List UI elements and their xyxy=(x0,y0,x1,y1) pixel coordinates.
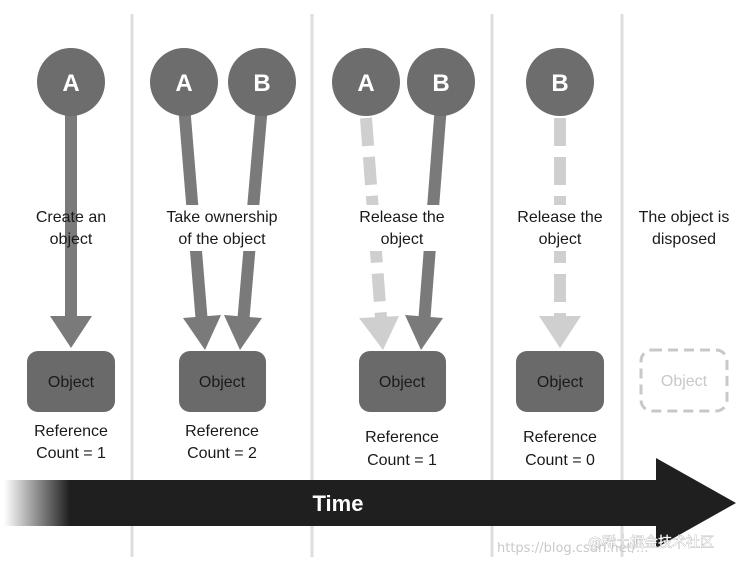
stage-caption-line-2: of the object xyxy=(178,231,266,248)
stage-caption-line-1: Release the xyxy=(359,209,444,226)
stage-1: A Create an object Object Reference Coun… xyxy=(27,48,115,462)
object-label: Object xyxy=(199,374,246,391)
owner-a-circle xyxy=(37,48,105,116)
owner-b-circle xyxy=(407,48,475,116)
arrowhead-a xyxy=(50,316,92,348)
owner-a-circle xyxy=(150,48,218,116)
object-box xyxy=(179,351,266,412)
disposed-object-box xyxy=(639,348,729,413)
arrowhead-b xyxy=(224,315,262,350)
owner-a-label: A xyxy=(357,70,374,97)
stage-5: The object is disposed Object xyxy=(639,209,730,413)
arrowhead-b xyxy=(405,315,443,350)
stage-2: A B Take ownership of the object Object … xyxy=(150,48,296,462)
refcount-line-2: Count = 1 xyxy=(367,452,437,469)
refcount-line-1: Reference xyxy=(185,423,259,440)
refcount-line-2: Count = 0 xyxy=(525,452,595,469)
arrowhead-a xyxy=(183,315,221,350)
stage-caption-line-2: disposed xyxy=(652,231,716,248)
object-label: Object xyxy=(537,374,584,391)
time-arrow-shape xyxy=(4,458,736,548)
owner-b-label: B xyxy=(432,70,449,97)
owner-b-label: B xyxy=(253,70,270,97)
watermark: https://blog.csdn.net/... @稀土掘金技术社区 xyxy=(497,535,714,556)
stage-caption-line-2: object xyxy=(50,231,93,248)
owner-b-circle xyxy=(526,48,594,116)
column-dividers xyxy=(130,14,624,557)
refcount-line-2: Count = 1 xyxy=(36,445,106,462)
caption-backdrop xyxy=(512,205,612,251)
stage-caption-line-1: Create an xyxy=(36,209,106,226)
owner-b-circle xyxy=(228,48,296,116)
object-label: Object xyxy=(661,373,708,390)
stage-caption-line-2: object xyxy=(539,231,582,248)
owner-b-label: B xyxy=(551,70,568,97)
stage-caption-line-2: object xyxy=(381,231,424,248)
stage-caption-line-1: Take ownership xyxy=(166,209,277,226)
released-arrowhead-a xyxy=(359,316,399,350)
watermark-brand: @稀土掘金技术社区 xyxy=(588,535,714,551)
refcount-line-1: Reference xyxy=(34,423,108,440)
owner-a-circle xyxy=(332,48,400,116)
refcount-line-2: Count = 2 xyxy=(187,445,257,462)
stage-3: A B Release the object Object Reference … xyxy=(332,48,475,469)
released-arrowhead-b xyxy=(539,316,581,348)
stage-caption-line-1: The object is xyxy=(639,209,730,226)
object-box xyxy=(516,351,604,412)
caption-backdrop xyxy=(160,205,285,251)
stage-caption-line-1: Release the xyxy=(517,209,602,226)
refcount-line-1: Reference xyxy=(523,429,597,446)
owner-a-label: A xyxy=(175,70,192,97)
owner-a-label: A xyxy=(62,70,79,97)
object-label: Object xyxy=(48,374,95,391)
object-box xyxy=(359,351,446,412)
time-label: Time xyxy=(313,491,364,516)
stage-4: B Release the object Object Reference Co… xyxy=(512,48,612,469)
caption-backdrop xyxy=(352,205,452,251)
timeline-arrow: Time xyxy=(4,458,736,548)
object-box xyxy=(27,351,115,412)
refcount-line-1: Reference xyxy=(365,429,439,446)
object-label: Object xyxy=(379,374,426,391)
watermark-url: https://blog.csdn.net/... xyxy=(497,541,648,556)
